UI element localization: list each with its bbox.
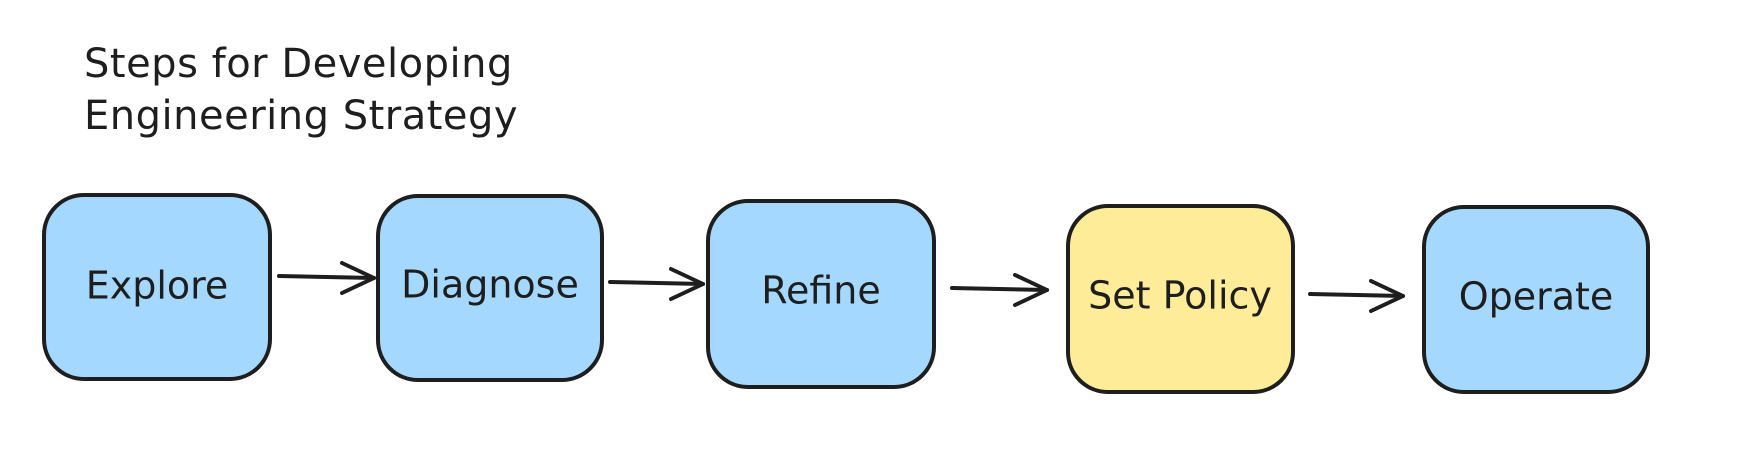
node-diagnose[interactable]: Diagnose	[376, 194, 604, 382]
diagram-title: Steps for Developing Engineering Strateg…	[84, 38, 518, 142]
edge-refine-set-policy	[950, 273, 1049, 307]
diagram-title-line-1: Steps for Developing	[84, 41, 513, 87]
node-set-policy[interactable]: Set Policy	[1066, 204, 1295, 394]
node-explore-box	[42, 193, 272, 381]
node-refine[interactable]: Refine	[706, 199, 936, 389]
node-set-policy-box	[1066, 204, 1295, 394]
node-operate[interactable]: Operate	[1422, 205, 1650, 394]
node-operate-box	[1422, 205, 1650, 394]
edges-layer	[277, 261, 1405, 313]
node-refine-box	[706, 199, 936, 389]
diagram-title-line-2: Engineering Strategy	[84, 93, 519, 139]
node-operate-label: Operate	[1459, 275, 1614, 319]
node-set-policy-label: Set Policy	[1088, 274, 1272, 318]
node-refine-label: Refine	[761, 269, 880, 313]
node-explore-label: Explore	[86, 264, 229, 308]
nodes-layer: Explore Diagnose Refine Set Policy Opera…	[42, 193, 1650, 394]
node-diagnose-label: Diagnose	[401, 263, 579, 307]
node-explore[interactable]: Explore	[42, 193, 272, 381]
node-diagnose-box	[376, 194, 604, 382]
edge-diagnose-refine	[608, 267, 705, 301]
edge-explore-diagnose	[277, 261, 376, 295]
edge-set-policy-operate	[1308, 279, 1405, 313]
